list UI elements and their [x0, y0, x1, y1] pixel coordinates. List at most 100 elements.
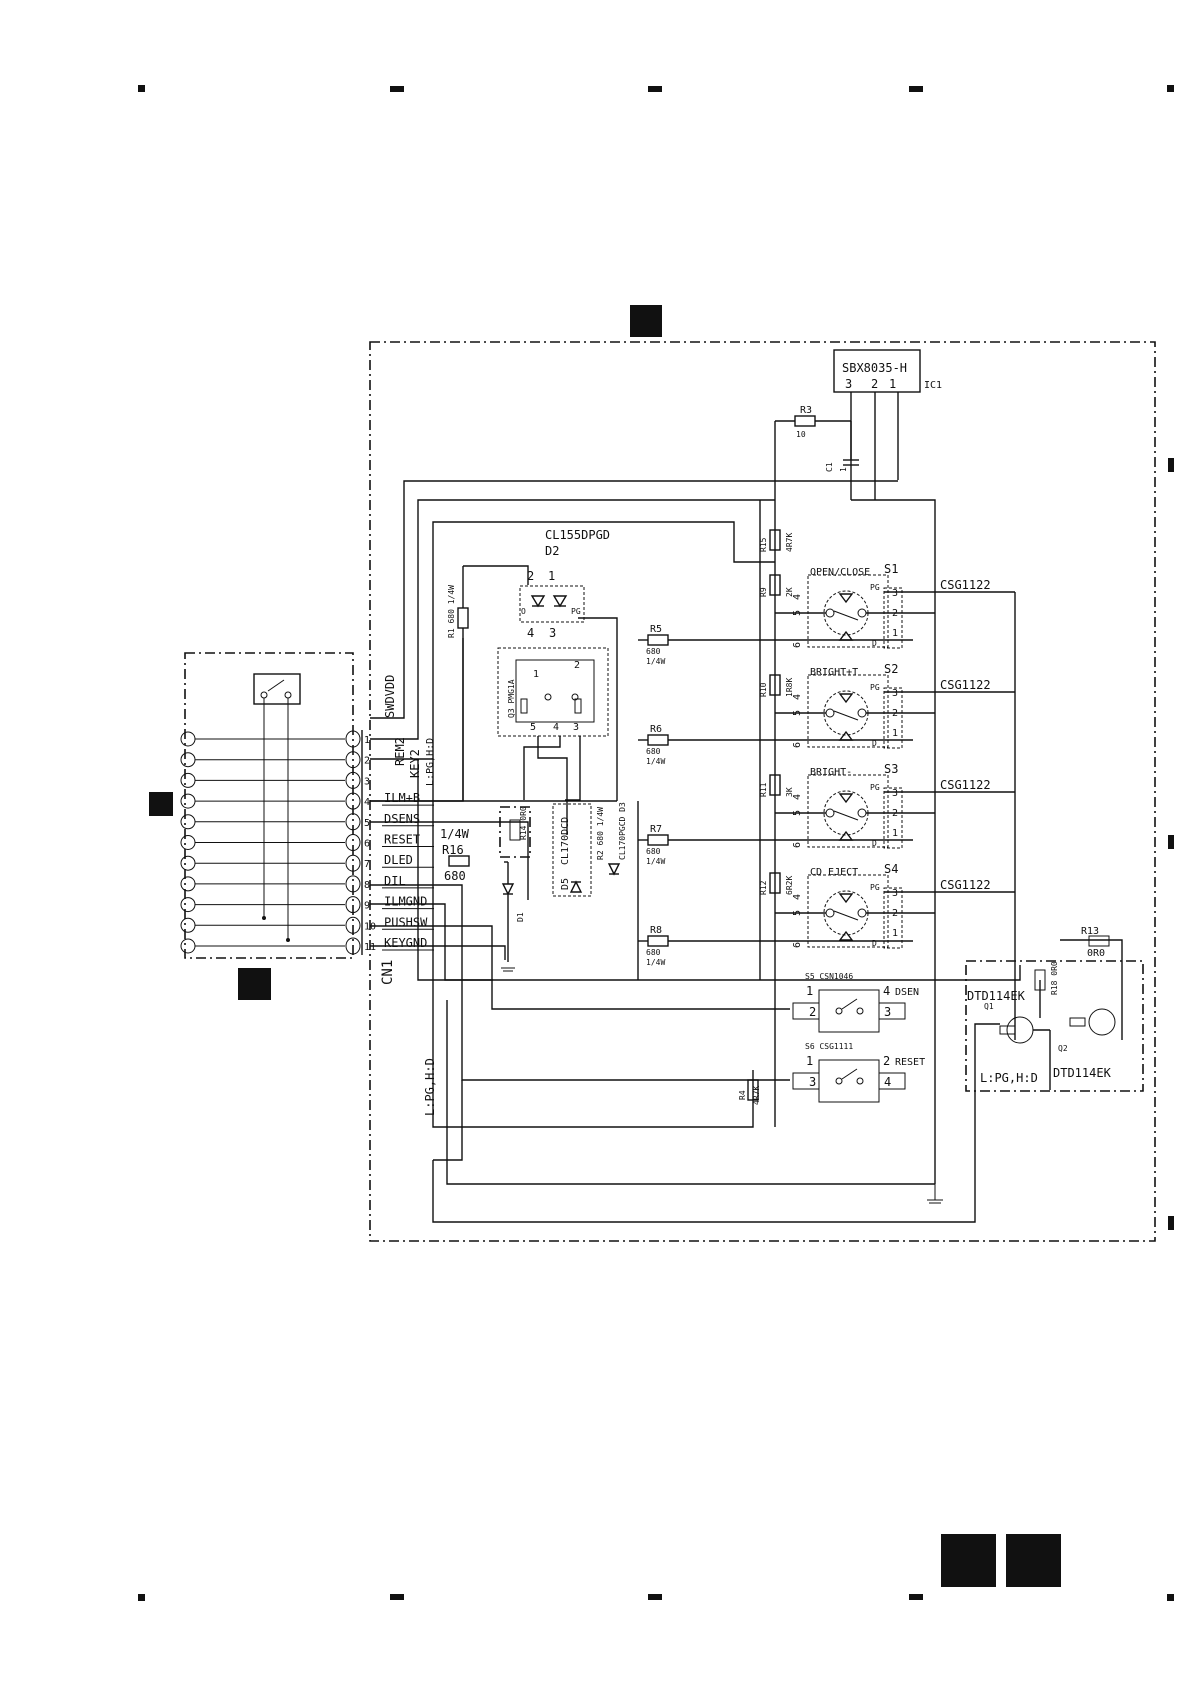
svg-text:PUSHSW: PUSHSW [384, 915, 428, 929]
svg-text:R14 0R0: R14 0R0 [519, 806, 528, 840]
cn1-pin-number: 11 [364, 942, 376, 953]
d5-led: CL170DCD D5 [552, 803, 592, 897]
cn1-pin-7: 7 [180, 854, 370, 872]
svg-text:DTD114EK: DTD114EK [1053, 1066, 1112, 1080]
r2-label: R2 680 1/4W [596, 807, 605, 860]
svg-text:3: 3 [549, 626, 556, 640]
svg-text:CSG1122: CSG1122 [940, 578, 991, 592]
svg-text:4: 4 [884, 1075, 891, 1089]
svg-text:1: 1 [892, 828, 898, 839]
svg-text:680: 680 [646, 747, 661, 756]
svg-text:3: 3 [892, 888, 898, 899]
svg-text:1: 1 [839, 467, 848, 472]
svg-text:O: O [521, 607, 526, 616]
svg-text:D: D [872, 839, 877, 848]
svg-text:1: 1 [892, 628, 898, 639]
svg-text:4: 4 [792, 594, 803, 600]
cn1-pin-9: 9 [180, 896, 370, 914]
r16-resistor: R16 680 1/4W [440, 827, 470, 883]
cn1-pin-1: 1 [180, 730, 370, 748]
svg-text:IC1: IC1 [924, 380, 942, 391]
svg-text:6: 6 [792, 742, 803, 748]
cn1-pin-number: 2 [364, 756, 370, 767]
svg-text:ILM+B: ILM+B [384, 791, 420, 805]
svg-text:KEYGND: KEYGND [384, 936, 427, 950]
svg-text:1/4W: 1/4W [646, 757, 665, 766]
svg-text:S6 CSG1111: S6 CSG1111 [805, 1042, 853, 1051]
svg-text:1: 1 [806, 1054, 813, 1068]
svg-text:OPEN/CLOSE: OPEN/CLOSE [810, 567, 870, 578]
ground-symbols [501, 967, 943, 1204]
d3-label: CL170PGCD D3 [618, 802, 627, 860]
cn1-pin-number: 5 [364, 818, 370, 829]
page-tab-b [1006, 1534, 1061, 1587]
svg-text:4: 4 [553, 722, 559, 733]
svg-text:Q1: Q1 [984, 1002, 994, 1011]
cn1-pin-number: 7 [364, 859, 370, 870]
svg-text:CSG1122: CSG1122 [940, 878, 991, 892]
svg-text:ILMGND: ILMGND [384, 895, 427, 909]
lpg-label-top: L:PG,H:D [425, 738, 436, 786]
svg-text:R12: R12 [759, 880, 768, 895]
svg-text:D2: D2 [545, 544, 559, 558]
svg-text:R13: R13 [1081, 926, 1099, 937]
svg-text:D: D [872, 639, 877, 648]
svg-text:PG: PG [870, 783, 880, 792]
svg-text:BRIGHT+T: BRIGHT+T [810, 667, 858, 678]
svg-text:1/4W: 1/4W [440, 827, 470, 841]
svg-text:DSEN: DSEN [895, 987, 919, 998]
svg-text:R10: R10 [759, 682, 768, 697]
transistor-block: DTD114EK Q1 DTD114EK Q2 L:PG,H:D R18 0R0… [965, 926, 1144, 1092]
svg-text:4: 4 [527, 626, 534, 640]
svg-text:S2: S2 [884, 662, 898, 676]
svg-text:2: 2 [871, 377, 878, 391]
svg-text:5: 5 [530, 722, 536, 733]
svg-text:D: D [872, 739, 877, 748]
cn1-pin-label: DIL [382, 874, 434, 889]
svg-text:R18 0R0: R18 0R0 [1050, 961, 1059, 995]
svg-text:R5: R5 [650, 624, 662, 635]
svg-text:3: 3 [809, 1075, 816, 1089]
svg-text:C1: C1 [825, 462, 834, 472]
svg-text:1: 1 [533, 669, 539, 680]
svg-text:3: 3 [892, 688, 898, 699]
svg-text:3: 3 [884, 1005, 891, 1019]
svg-text:RESET: RESET [384, 833, 420, 847]
svg-text:680: 680 [444, 869, 466, 883]
svg-text:2: 2 [527, 569, 534, 583]
svg-text:6: 6 [792, 942, 803, 948]
svg-text:PG: PG [571, 607, 581, 616]
svg-text:Q2: Q2 [1058, 1044, 1068, 1053]
cn1-pin-label: DLED [382, 853, 434, 868]
cn1-pin-label: DSENS [382, 812, 434, 827]
cn1-pin-3: 3 [180, 771, 370, 789]
rem2-label: REM2 [393, 737, 407, 766]
svg-text:6R2K: 6R2K [785, 876, 794, 895]
svg-text:L:PG,H:D: L:PG,H:D [980, 1071, 1038, 1085]
svg-text:Q3 PMG1A: Q3 PMG1A [507, 679, 516, 718]
cn1-pin-number: 10 [364, 921, 376, 932]
svg-text:1R8K: 1R8K [785, 678, 794, 697]
section-marker-top [630, 305, 662, 337]
svg-text:4: 4 [792, 894, 803, 900]
svg-text:CSG1122: CSG1122 [940, 778, 991, 792]
r1-resistor: R1 680 1/4W [447, 565, 529, 801]
cn1-pin-10: 10 [180, 916, 376, 934]
svg-text:R9: R9 [759, 587, 768, 597]
cn1-pin-label: PUSHSW [382, 915, 434, 930]
svg-text:PG: PG [870, 583, 880, 592]
svg-text:680: 680 [646, 948, 661, 957]
svg-text:R16: R16 [442, 843, 464, 857]
cn1-pin-number: 6 [364, 839, 370, 850]
svg-text:DSENS: DSENS [384, 812, 420, 826]
page-tab-a [941, 1534, 996, 1587]
